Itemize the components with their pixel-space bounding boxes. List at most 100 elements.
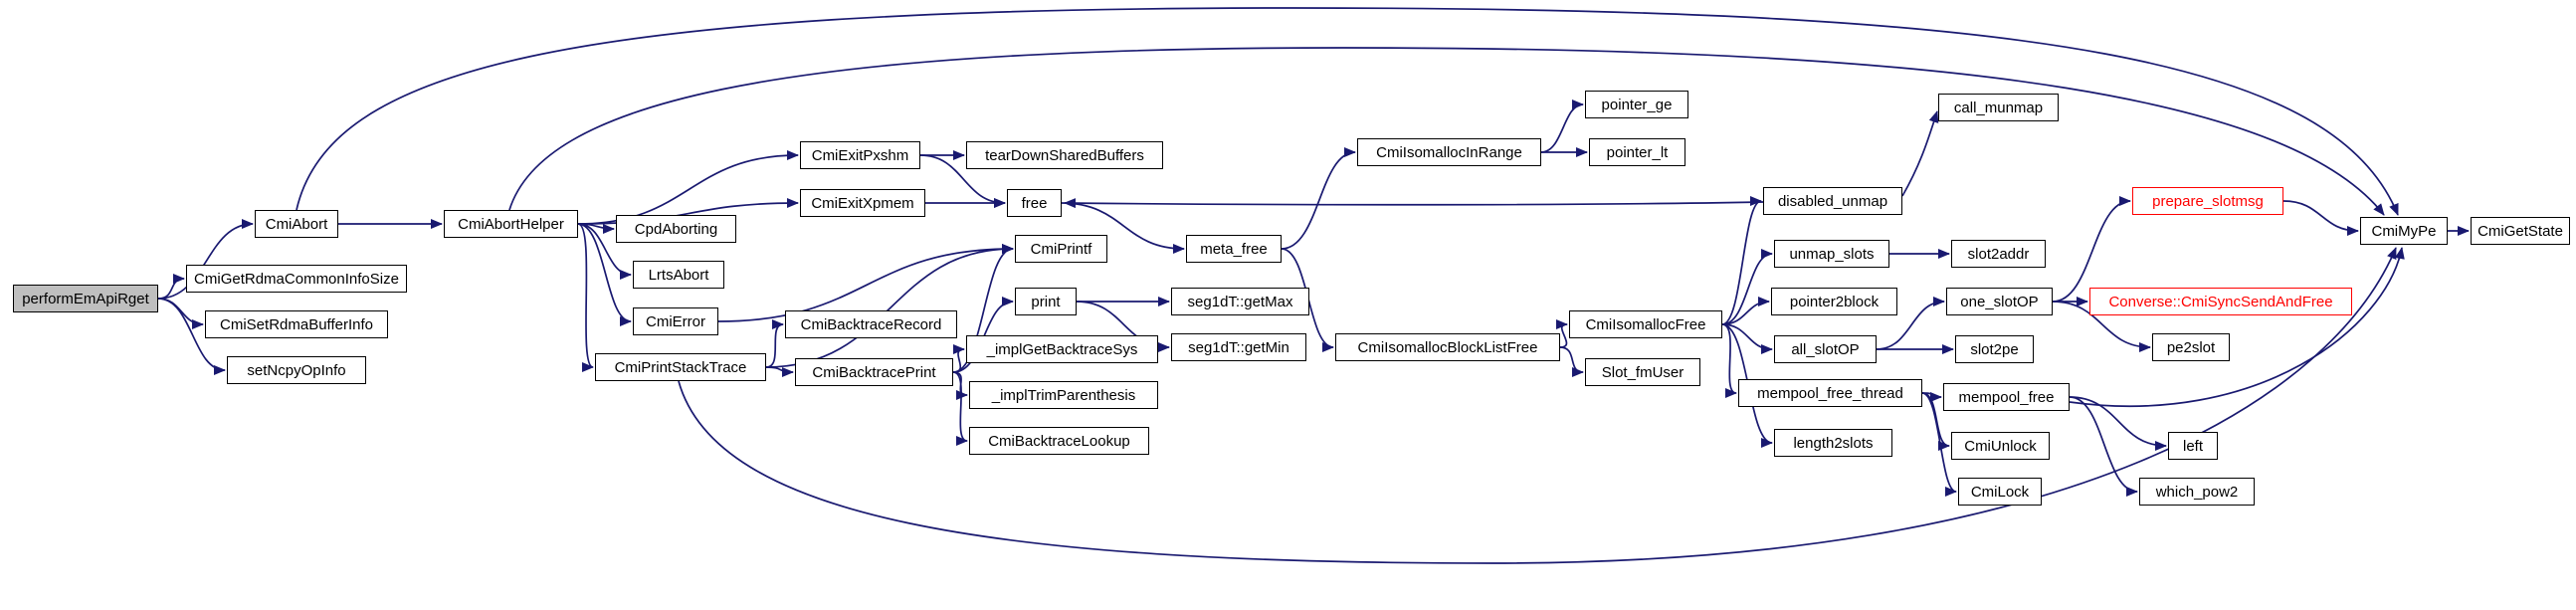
node-CmiError[interactable]: CmiError — [633, 307, 718, 335]
node-mempool_free_thread[interactable]: mempool_free_thread — [1738, 379, 1922, 407]
node-one_slotOP[interactable]: one_slotOP — [1946, 288, 2053, 315]
node-label: which_pow2 — [2155, 483, 2239, 501]
edge-CmiAbortHelper-to-CmiError — [577, 223, 632, 326]
node-label: CmiBacktracePrint — [812, 363, 936, 381]
node-CmiExitXpmem[interactable]: CmiExitXpmem — [800, 189, 925, 217]
node-performEmApiRget[interactable]: performEmApiRget — [13, 285, 158, 312]
edge-CmiAbort-to-CmiMyPe — [296, 7, 2399, 216]
edge-CmiAbortHelper-to-CmiMyPe — [508, 47, 2385, 216]
node-label: CmiExitPxshm — [811, 146, 909, 164]
node-label: free — [1021, 194, 1048, 212]
node-slot2addr[interactable]: slot2addr — [1951, 240, 2046, 268]
node-label: CmiPrintStackTrace — [614, 358, 747, 376]
node-label: CmiExitXpmem — [811, 194, 914, 212]
node-length2slots[interactable]: length2slots — [1774, 429, 1892, 457]
node-_implGetBacktraceSys[interactable]: _implGetBacktraceSys — [966, 335, 1158, 363]
node-pointer2block[interactable]: pointer2block — [1771, 288, 1897, 315]
node-pe2slot[interactable]: pe2slot — [2152, 333, 2230, 361]
node-label: CmiMyPe — [2371, 222, 2437, 240]
node-label: CmiPrintf — [1030, 240, 1092, 258]
node-free[interactable]: free — [1007, 189, 1062, 217]
edge-CmiBacktracePrint-to-_implGetBacktraceSys — [952, 344, 965, 373]
node-_implTrimParenthesis[interactable]: _implTrimParenthesis — [969, 381, 1158, 409]
node-label: CmiAbortHelper — [458, 215, 564, 233]
edge-CmiIsomallocFree-to-pointer2block — [1721, 297, 1770, 325]
node-LrtsAbort[interactable]: LrtsAbort — [633, 261, 724, 289]
node-label: CmiUnlock — [1964, 437, 2037, 455]
node-CmiPrintStackTrace[interactable]: CmiPrintStackTrace — [595, 353, 766, 381]
node-prepare_slotmsg[interactable]: prepare_slotmsg — [2132, 187, 2283, 215]
node-label: Slot_fmUser — [1601, 363, 1684, 381]
node-label: call_munmap — [1953, 99, 2044, 116]
node-call_munmap[interactable]: call_munmap — [1938, 94, 2059, 121]
node-CmiExitPxshm[interactable]: CmiExitPxshm — [800, 141, 920, 169]
node-slot2pe[interactable]: slot2pe — [1955, 335, 2034, 363]
node-label: meta_free — [1200, 240, 1268, 258]
node-CmiSetRdmaBufferInfo[interactable]: CmiSetRdmaBufferInfo — [205, 310, 388, 338]
node-seg1dT_getMin[interactable]: seg1dT::getMin — [1171, 333, 1306, 361]
node-CmiGetState[interactable]: CmiGetState — [2471, 217, 2570, 245]
edge-CmiIsomallocInRange-to-pointer_ge — [1540, 100, 1584, 153]
node-label: all_slotOP — [1791, 340, 1860, 358]
node-all_slotOP[interactable]: all_slotOP — [1774, 335, 1877, 363]
node-CpdAborting[interactable]: CpdAborting — [616, 215, 736, 243]
edge-prepare_slotmsg-to-CmiMyPe — [2282, 200, 2359, 236]
node-CmiBacktraceRecord[interactable]: CmiBacktraceRecord — [785, 310, 957, 338]
node-label: disabled_unmap — [1777, 192, 1888, 210]
node-meta_free[interactable]: meta_free — [1186, 235, 1282, 263]
node-print[interactable]: print — [1015, 288, 1077, 315]
node-label: CmiGetState — [2477, 222, 2563, 240]
node-pointer_lt[interactable]: pointer_lt — [1589, 138, 1685, 166]
node-CmiIsomallocFree[interactable]: CmiIsomallocFree — [1569, 310, 1722, 338]
node-tearDownSharedBuffers[interactable]: tearDownSharedBuffers — [966, 141, 1163, 169]
node-CmiLock[interactable]: CmiLock — [1958, 478, 2042, 506]
node-seg1dT_getMax[interactable]: seg1dT::getMax — [1171, 288, 1309, 315]
edge-CmiIsomallocBlockListFree-to-Slot_fmUser — [1559, 346, 1584, 377]
node-unmap_slots[interactable]: unmap_slots — [1774, 240, 1889, 268]
node-label: print — [1031, 293, 1061, 310]
node-label: unmap_slots — [1789, 245, 1875, 263]
node-CmiUnlock[interactable]: CmiUnlock — [1951, 432, 2050, 460]
node-label: pe2slot — [2166, 338, 2216, 356]
node-CmiPrintf[interactable]: CmiPrintf — [1015, 235, 1107, 263]
edge-meta_free-to-CmiIsomallocInRange — [1281, 147, 1356, 250]
node-label: pointer2block — [1789, 293, 1880, 310]
node-Slot_fmUser[interactable]: Slot_fmUser — [1585, 358, 1700, 386]
edge-CmiAbortHelper-to-CmiPrintStackTrace — [577, 223, 594, 372]
node-label: Converse::CmiSyncSendAndFree — [2108, 293, 2333, 310]
node-CmiMyPe[interactable]: CmiMyPe — [2360, 217, 2448, 245]
edge-CmiIsomallocFree-to-all_slotOP — [1721, 323, 1773, 354]
node-label: CmiBacktraceLookup — [988, 432, 1130, 450]
edge-CmiBacktracePrint-to-CmiBacktraceLookup — [952, 371, 968, 446]
node-CmiAbortHelper[interactable]: CmiAbortHelper — [444, 210, 578, 238]
node-label: _implTrimParenthesis — [991, 386, 1136, 404]
node-mempool_free[interactable]: mempool_free — [1943, 383, 2070, 411]
edge-CmiIsomallocFree-to-disabled_unmap — [1721, 196, 1762, 325]
node-CmiSyncSendAndFree[interactable]: Converse::CmiSyncSendAndFree — [2089, 288, 2352, 315]
node-left[interactable]: left — [2168, 432, 2218, 460]
node-disabled_unmap[interactable]: disabled_unmap — [1763, 187, 1902, 215]
edge-CmiPrintStackTrace-to-CmiBacktraceRecord — [765, 319, 784, 368]
node-pointer_ge[interactable]: pointer_ge — [1585, 91, 1688, 118]
node-label: _implGetBacktraceSys — [986, 340, 1138, 358]
node-CmiBacktracePrint[interactable]: CmiBacktracePrint — [795, 358, 953, 386]
edge-CmiExitPxshm-to-free — [919, 154, 1006, 208]
edge-mempool_free_thread-to-CmiLock — [1921, 392, 1957, 497]
edge-disabled_unmap-to-call_munmap — [1901, 110, 1939, 197]
edge-mempool_free-to-CmiMyPe — [2069, 247, 2405, 407]
edge-one_slotOP-to-prepare_slotmsg — [2052, 196, 2131, 303]
node-label: pointer_ge — [1601, 96, 1673, 113]
node-CmiIsomallocInRange[interactable]: CmiIsomallocInRange — [1357, 138, 1541, 166]
node-setNcpyOpInfo[interactable]: setNcpyOpInfo — [227, 356, 366, 384]
node-CmiBacktraceLookup[interactable]: CmiBacktraceLookup — [969, 427, 1149, 455]
edge-all_slotOP-to-one_slotOP — [1876, 297, 1945, 350]
node-label: seg1dT::getMax — [1187, 293, 1293, 310]
node-CmiIsomallocBlockListFree[interactable]: CmiIsomallocBlockListFree — [1335, 333, 1560, 361]
edge-CmiPrintStackTrace-to-CmiMyPe — [678, 247, 2397, 564]
node-which_pow2[interactable]: which_pow2 — [2139, 478, 2255, 506]
node-CmiGetRdmaCommonInfoSize[interactable]: CmiGetRdmaCommonInfoSize — [186, 265, 407, 293]
node-CmiAbort[interactable]: CmiAbort — [255, 210, 338, 238]
node-label: length2slots — [1793, 434, 1874, 452]
node-label: tearDownSharedBuffers — [985, 146, 1144, 164]
node-label: seg1dT::getMin — [1188, 338, 1289, 356]
